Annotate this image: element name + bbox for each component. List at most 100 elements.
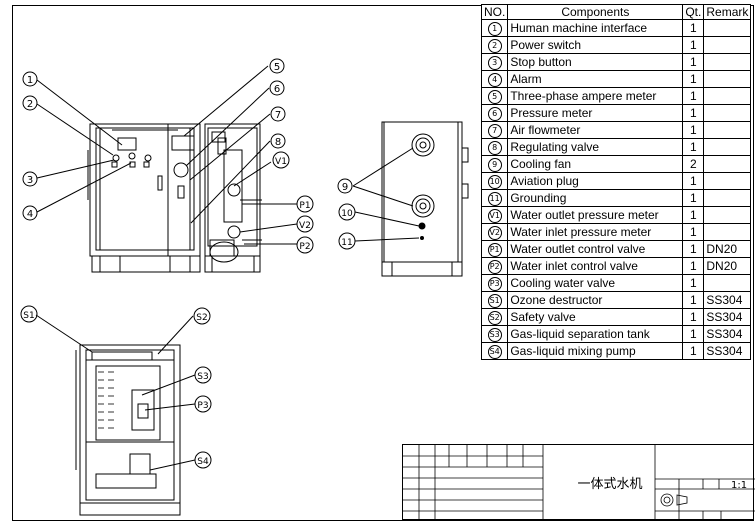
callout-7: 7 [275, 110, 281, 121]
bom-remark-cell: DN20 [703, 240, 752, 258]
bom-component-cell: Stop button [507, 53, 684, 71]
item-number-badge: P3 [487, 277, 502, 291]
callout-leaders [35, 65, 420, 471]
item-number-badge: S4 [487, 345, 502, 359]
callout-2: 2 [27, 99, 33, 110]
item-number-badge: 2 [487, 39, 502, 53]
bom-qty-cell: 1 [682, 325, 705, 343]
bom-no-cell: 3 [480, 53, 509, 71]
drawing-name: 一体式水机 [577, 476, 643, 492]
callout-labels: 1 2 3 4 5 6 7 8 V1 P1 V2 P2 9 10 11 S1 S… [23, 62, 353, 467]
bom-component-cell: Pressure meter [507, 104, 684, 122]
bom-remark-cell [703, 206, 752, 224]
item-number-badge: 7 [487, 124, 502, 138]
bom-no-cell: V1 [480, 206, 509, 224]
bom-remark-cell [703, 19, 752, 37]
bom-qty-cell: 1 [682, 223, 705, 241]
bom-qty-cell: 1 [682, 104, 705, 122]
bom-remark-cell: DN20 [703, 257, 752, 275]
callout-9: 9 [342, 182, 348, 193]
bom-qty-cell: 1 [682, 121, 705, 139]
callout-11: 11 [341, 238, 352, 248]
bom-component-cell: Cooling water valve [507, 274, 684, 292]
bom-no-cell: 8 [480, 138, 509, 156]
callout-10: 10 [341, 209, 353, 219]
item-number-badge: S1 [487, 294, 502, 308]
bom-component-cell: Water inlet pressure meter [507, 223, 684, 241]
callout-5: 5 [274, 62, 280, 73]
bom-qty-cell: 1 [682, 172, 705, 190]
item-number-badge: V2 [487, 226, 502, 240]
bom-header-no: NO. [480, 4, 509, 20]
bom-qty-cell: 1 [682, 291, 705, 309]
callout-v2: V2 [299, 221, 311, 231]
callout-s3: S3 [197, 372, 208, 382]
bom-qty-cell: 1 [682, 87, 705, 105]
bom-no-cell: S2 [480, 308, 509, 326]
bom-remark-cell [703, 223, 752, 241]
bom-no-cell: 2 [480, 36, 509, 54]
bom-component-cell: Three-phase ampere meter [507, 87, 684, 105]
callout-s1: S1 [23, 311, 34, 321]
bom-qty-cell: 1 [682, 70, 705, 88]
bom-header-components: Components [507, 4, 684, 20]
bom-no-cell: P2 [480, 257, 509, 275]
bom-no-cell: P3 [480, 274, 509, 292]
bom-qty-cell: 2 [682, 155, 705, 173]
title-block-grid [403, 445, 755, 521]
bom-remark-cell [703, 274, 752, 292]
bom-no-cell: S1 [480, 291, 509, 309]
bom-no-cell: S3 [480, 325, 509, 343]
item-number-badge: P2 [487, 260, 502, 274]
bom-component-cell: Aviation plug [507, 172, 684, 190]
bom-remark-cell [703, 189, 752, 207]
item-number-badge: 1 [487, 22, 502, 36]
bom-component-cell: Cooling fan [507, 155, 684, 173]
bom-no-cell: 5 [480, 87, 509, 105]
bom-remark-cell [703, 70, 752, 88]
bom-qty-cell: 1 [682, 36, 705, 54]
bom-no-cell: 6 [480, 104, 509, 122]
callout-p3: P3 [197, 401, 208, 411]
bom-no-cell: V2 [480, 223, 509, 241]
bom-header-remark: Remark [703, 4, 752, 20]
bom-header-row: NO. Components Qt. Remark [480, 4, 752, 20]
callout-s4: S4 [197, 457, 209, 467]
bom-remark-cell [703, 36, 752, 54]
side-view [167, 123, 262, 273]
bom-qty-cell: 1 [682, 308, 705, 326]
bom-no-cell: 11 [480, 189, 509, 207]
callout-balloons [20, 58, 356, 469]
bom-remark-cell [703, 104, 752, 122]
bom-qty-cell: 1 [682, 138, 705, 156]
item-number-badge: 8 [487, 141, 502, 155]
bom-component-cell: Gas-liquid mixing pump [507, 342, 684, 360]
bom-component-cell: Power switch [507, 36, 684, 54]
bom-no-cell: 9 [480, 155, 509, 173]
item-number-badge: V1 [487, 209, 502, 223]
item-number-badge: 10 [487, 175, 502, 189]
callout-v1: V1 [275, 157, 287, 167]
bom-no-cell: 1 [480, 19, 509, 37]
title-block: 一体式水机 1:1 [402, 444, 755, 521]
rear-view [381, 121, 469, 277]
bom-component-cell: Regulating valve [507, 138, 684, 156]
bom-component-cell: Water outlet pressure meter [507, 206, 684, 224]
callout-6: 6 [274, 84, 280, 95]
bom-remark-cell [703, 121, 752, 139]
bom-qty-cell: 1 [682, 342, 705, 360]
